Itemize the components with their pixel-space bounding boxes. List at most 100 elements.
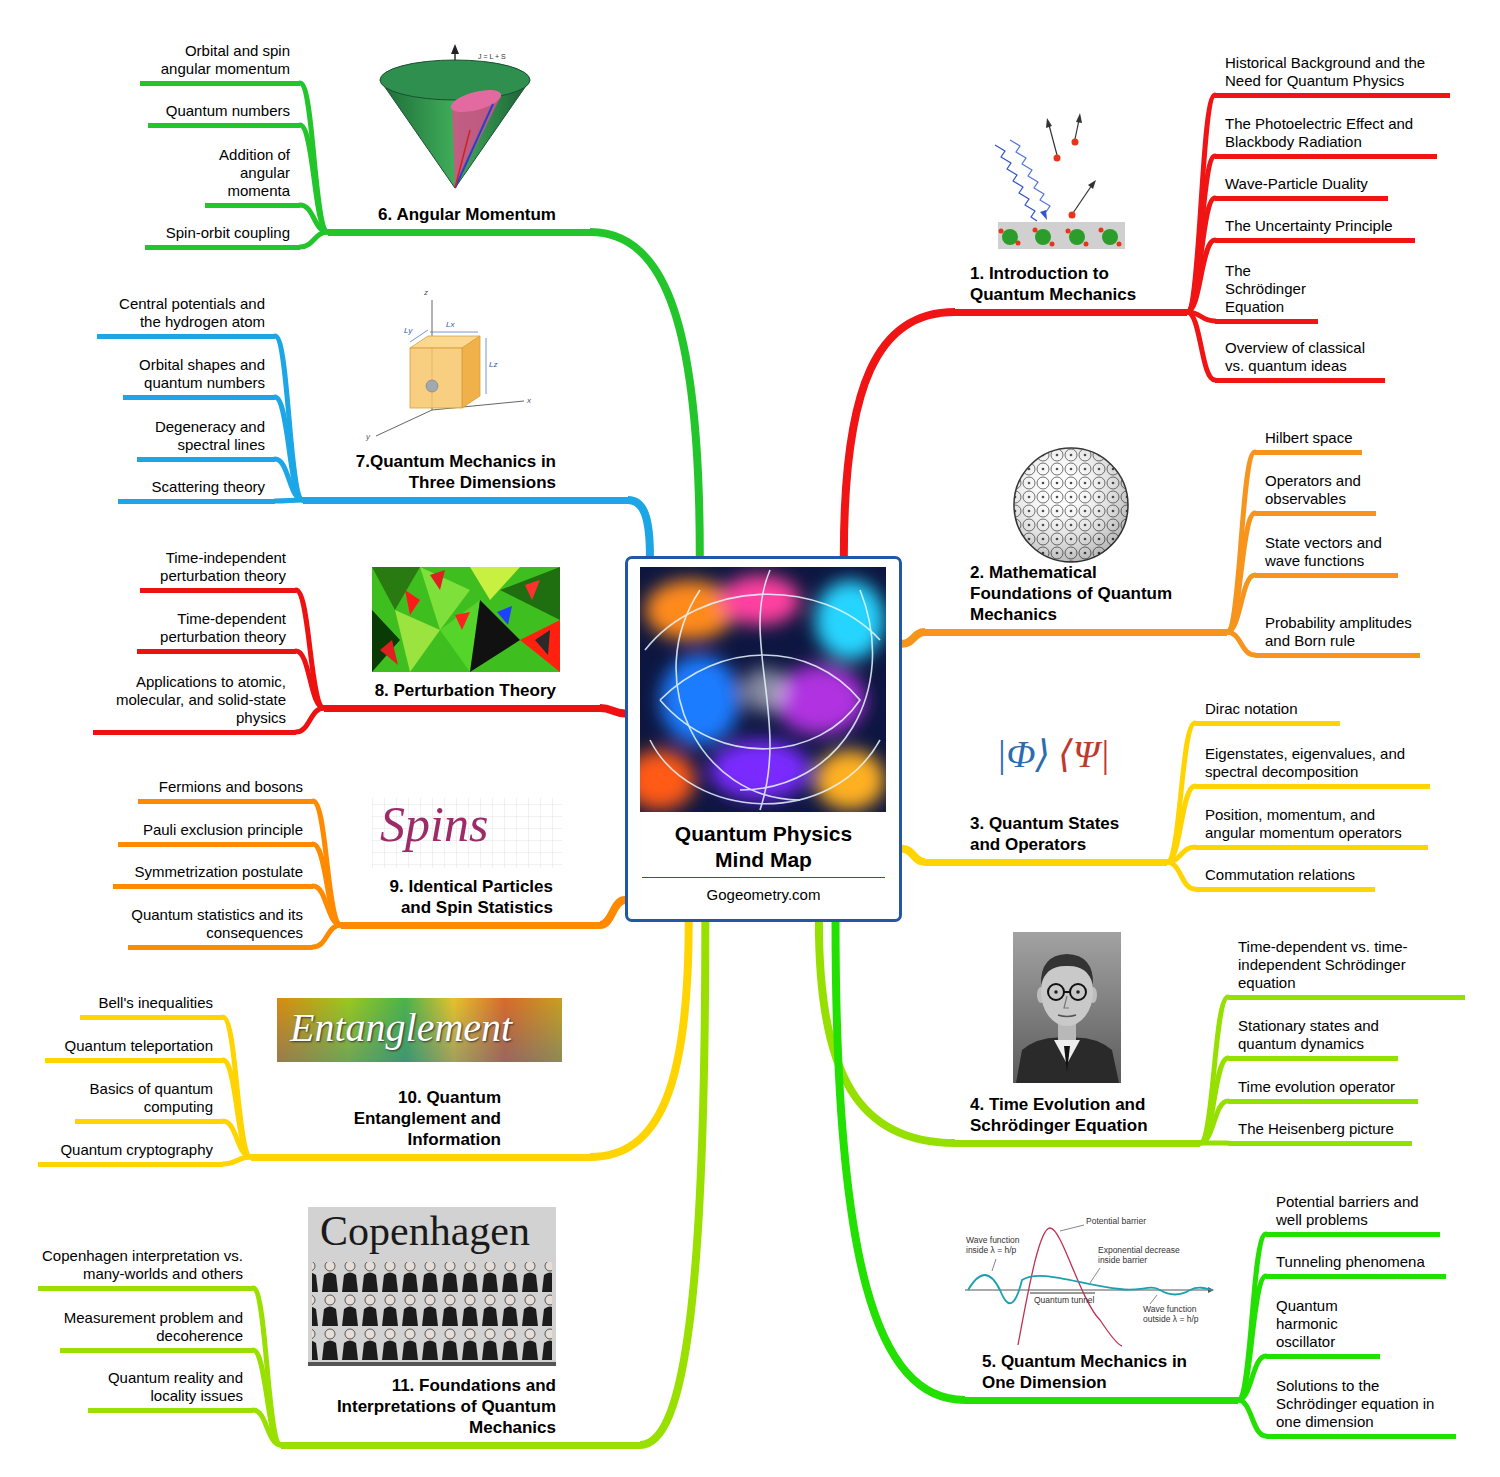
central-artwork bbox=[625, 567, 886, 812]
perturbation-mosaic bbox=[420, 567, 470, 630]
photoelectric-illustration bbox=[1010, 140, 1050, 212]
central-artwork bbox=[640, 575, 885, 810]
subtopic: Applications to atomic, molecular, and s… bbox=[93, 673, 296, 735]
central-artwork bbox=[660, 655, 740, 745]
subtopic: The Uncertainty Principle bbox=[1215, 217, 1415, 243]
schrodinger-portrait bbox=[1064, 991, 1070, 993]
photoelectric-illustration bbox=[1033, 228, 1038, 233]
subtopic: Orbital and spin angular momentum bbox=[140, 42, 300, 86]
subtopic: Quantum cryptography bbox=[38, 1141, 223, 1167]
subtopic-text: Time-dependent vs. time-independent Schr… bbox=[1238, 938, 1465, 992]
photoelectric-illustration bbox=[995, 145, 1037, 221]
subtopic-text: Historical Background and the Need for Q… bbox=[1225, 54, 1450, 90]
central-artwork bbox=[815, 580, 885, 660]
perturbation-mosaic bbox=[455, 612, 470, 630]
subtopic: Addition of angular momenta bbox=[205, 146, 300, 208]
subtopic-text: Quantum cryptography bbox=[38, 1141, 213, 1159]
mind-map-branch bbox=[640, 922, 705, 1445]
photoelectric-illustration bbox=[1076, 113, 1082, 123]
photoelectric-illustration bbox=[1117, 242, 1122, 247]
subtopic-text: Symmetrization postulate bbox=[113, 863, 303, 881]
mind-map-branch bbox=[1167, 862, 1195, 889]
cube-box bbox=[376, 300, 524, 436]
mind-map-branch bbox=[1200, 1058, 1228, 1143]
mind-map-branch bbox=[1238, 1400, 1266, 1436]
mind-map-branch bbox=[1187, 240, 1215, 312]
subtopic: Measurement problem and decoherence bbox=[60, 1309, 253, 1353]
subtopic: Copenhagen interpretation vs. many-world… bbox=[38, 1247, 253, 1291]
angular-momentum-cone bbox=[455, 130, 470, 188]
schrodinger-portrait bbox=[1013, 932, 1121, 1083]
subtopic-text: State vectors and wave functions bbox=[1265, 534, 1398, 570]
tunneling-graph bbox=[992, 1259, 996, 1271]
subtopic-text: Quantum harmonic oscillator bbox=[1276, 1297, 1380, 1351]
perturbation-mosaic bbox=[405, 590, 420, 615]
mind-map-branch bbox=[1200, 1141, 1228, 1146]
photoelectric-illustration bbox=[1050, 242, 1055, 247]
mind-map-branch bbox=[1227, 452, 1255, 632]
photoelectric-illustration bbox=[1069, 229, 1085, 245]
branch-title: 6. Angular Momentum bbox=[336, 204, 556, 225]
figure-label: Wave function outside λ = h/p bbox=[1143, 1305, 1207, 1325]
subtopic-text: Orbital and spin angular momentum bbox=[140, 42, 290, 78]
schrodinger-portrait bbox=[1058, 1015, 1076, 1017]
subtopic: Wave-Particle Duality bbox=[1215, 175, 1388, 201]
subtopic: The Photoelectric Effect and Blackbody R… bbox=[1215, 115, 1437, 159]
mind-map-branch bbox=[296, 590, 324, 708]
subtopic-text: Degeneracy and spectral lines bbox=[137, 418, 265, 454]
subtopic: Dirac notation bbox=[1195, 700, 1340, 726]
subtopic-text: Scattering theory bbox=[118, 478, 265, 496]
photoelectric-illustration bbox=[1073, 185, 1092, 213]
entanglement-banner bbox=[277, 998, 562, 1062]
subtopic-text: Overview of classical vs. quantum ideas bbox=[1225, 339, 1385, 375]
mind-map-branch bbox=[1238, 1356, 1266, 1400]
copenhagen-photo bbox=[312, 1330, 552, 1364]
entanglement-banner bbox=[277, 998, 562, 1062]
central-artwork bbox=[660, 655, 860, 749]
figure-label: Lz bbox=[489, 360, 497, 369]
branch-topic: 11. Foundations and Interpretations of Q… bbox=[281, 1375, 640, 1449]
branch-title: 11. Foundations and Interpretations of Q… bbox=[301, 1375, 556, 1438]
branch-title: 2. Mathematical Foundations of Quantum M… bbox=[970, 562, 1185, 625]
subtopic: Tunneling phenomena bbox=[1266, 1253, 1446, 1279]
central-topic: Quantum Physics Mind MapGogeometry.com bbox=[625, 556, 902, 922]
mind-map-branch bbox=[844, 312, 955, 556]
central-artwork bbox=[645, 594, 880, 650]
mind-map-branch bbox=[1227, 513, 1255, 632]
perturbation-mosaic bbox=[497, 606, 512, 625]
subtopic: Quantum teleportation bbox=[45, 1037, 223, 1063]
perturbation-mosaic bbox=[520, 620, 560, 672]
mind-map-branch bbox=[253, 1410, 281, 1445]
photoelectric-illustration bbox=[1088, 180, 1096, 189]
subtopic-text: Stationary states and quantum dynamics bbox=[1238, 1017, 1398, 1053]
figure-label: z bbox=[424, 288, 428, 297]
photoelectric-illustration bbox=[1099, 228, 1104, 233]
mind-map-branch bbox=[223, 1060, 251, 1157]
subtopic-text: Quantum teleportation bbox=[45, 1037, 213, 1055]
cube-box bbox=[376, 410, 432, 436]
photoelectric-illustration bbox=[1046, 113, 1096, 189]
tunneling-graph bbox=[1060, 1225, 1084, 1231]
subtopic-text: Solutions to the Schrödinger equation in… bbox=[1276, 1377, 1456, 1431]
figure-label: y bbox=[366, 432, 370, 441]
subtopic: Scattering theory bbox=[118, 478, 275, 504]
perturbation-mosaic bbox=[430, 570, 445, 590]
hilbert-sphere bbox=[1014, 448, 1128, 562]
cube-box bbox=[410, 330, 486, 394]
branch-topic: 6. Angular Momentum bbox=[328, 204, 590, 236]
branch-title: 5. Quantum Mechanics in One Dimension bbox=[982, 1351, 1197, 1393]
subtopic-text: Quantum statistics and its consequences bbox=[128, 906, 303, 942]
subtopic-text: Eigenstates, eigenvalues, and spectral d… bbox=[1205, 745, 1430, 781]
subtopic: Fermions and bosons bbox=[138, 778, 313, 804]
subtopic-text: Basics of quantum computing bbox=[75, 1080, 213, 1116]
subtopic: Quantum numbers bbox=[148, 102, 300, 128]
subtopic: Spin-orbit coupling bbox=[145, 224, 300, 250]
subtopic-text: Potential barriers and well problems bbox=[1276, 1193, 1440, 1229]
mind-map-branch bbox=[300, 205, 328, 232]
photoelectric-illustration bbox=[1069, 212, 1076, 219]
schrodinger-portrait bbox=[1054, 990, 1058, 994]
cube-box bbox=[410, 348, 462, 408]
subtopic-text: Fermions and bosons bbox=[138, 778, 303, 796]
copenhagen-photo bbox=[312, 1262, 552, 1296]
central-artwork bbox=[676, 590, 800, 800]
